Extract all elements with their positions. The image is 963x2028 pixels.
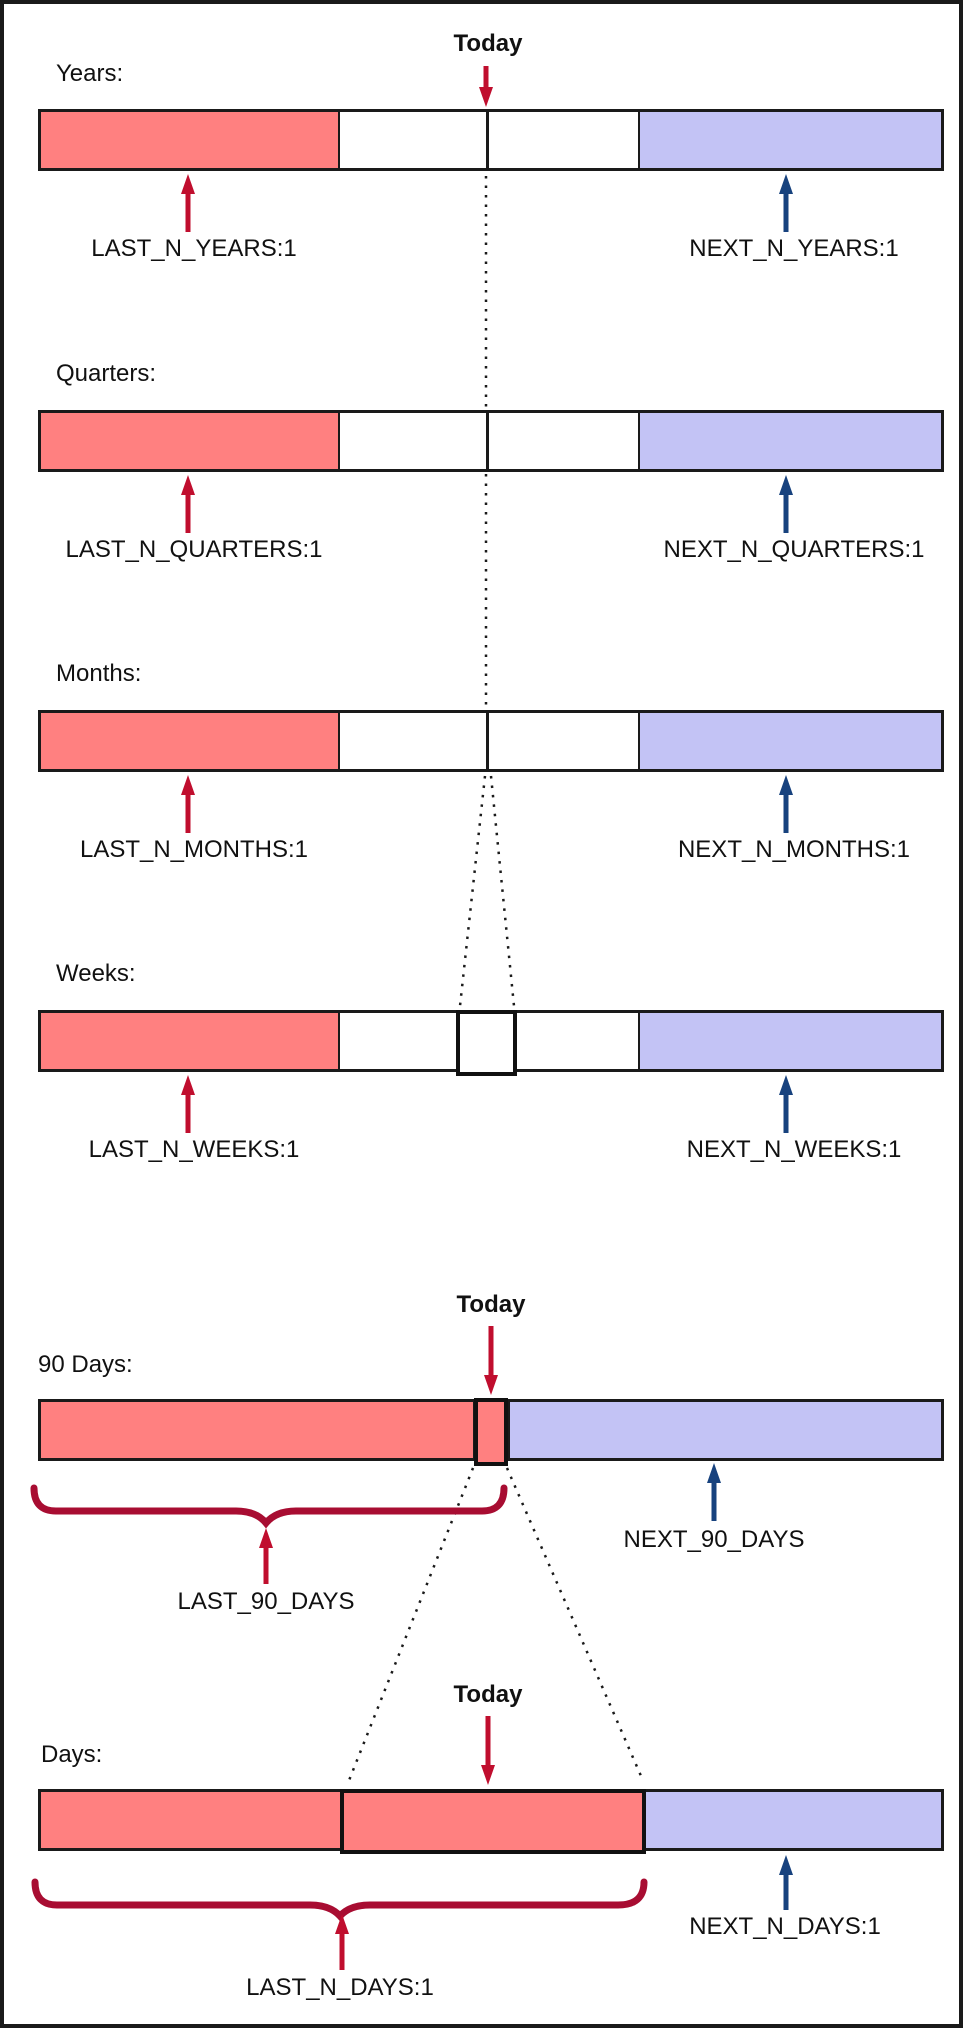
next-n-weeks-arrow xyxy=(779,1075,793,1133)
today-box-days xyxy=(340,1789,646,1854)
last-n-months-label: LAST_N_MONTHS:1 xyxy=(79,836,309,863)
next-n-months-arrow xyxy=(779,775,793,833)
today-arrow-years xyxy=(479,66,493,107)
next-90-days-label: NEXT_90_DAYS xyxy=(623,1526,805,1553)
months-bar xyxy=(38,710,944,772)
90-days-bar xyxy=(38,1398,944,1466)
next-n-years-label: NEXT_N_YEARS:1 xyxy=(689,235,899,262)
dotted-line-90days-days-right xyxy=(505,1467,643,1777)
last-90-days-label: LAST_90_DAYS xyxy=(177,1588,355,1615)
dotted-line-90days-days-left xyxy=(346,1467,475,1784)
months-past-segment xyxy=(41,713,340,769)
next-n-weeks-label: NEXT_N_WEEKS:1 xyxy=(686,1136,902,1163)
last-n-days-label: LAST_N_DAYS:1 xyxy=(246,1974,434,2001)
today-label-days: Today xyxy=(453,1681,523,1708)
last-n-quarters-arrow xyxy=(181,475,195,533)
today-label-90-days: Today xyxy=(456,1291,526,1318)
quarters-past-segment xyxy=(41,413,340,469)
last-n-weeks-label: LAST_N_WEEKS:1 xyxy=(88,1136,300,1163)
years-bar xyxy=(38,109,944,171)
years-label: Years: xyxy=(56,60,124,87)
90-days-past-segment xyxy=(41,1402,475,1458)
next-n-months-label: NEXT_N_MONTHS:1 xyxy=(677,836,911,863)
years-past-segment xyxy=(41,112,340,168)
last-90-days-arrow xyxy=(259,1528,273,1584)
weeks-past-segment xyxy=(41,1013,340,1069)
next-n-quarters-label: NEXT_N_QUARTERS:1 xyxy=(663,536,925,563)
quarters-bar xyxy=(38,410,944,472)
next-n-days-arrow xyxy=(779,1855,793,1910)
today-box-90-days xyxy=(474,1398,508,1466)
quarters-future-segment xyxy=(638,413,941,469)
last-n-weeks-arrow xyxy=(181,1075,195,1133)
weeks-bar xyxy=(38,1010,944,1076)
last-n-years-label: LAST_N_YEARS:1 xyxy=(91,235,297,262)
current-week-box xyxy=(456,1010,517,1076)
years-future-segment xyxy=(638,112,941,168)
last-n-days-brace xyxy=(31,1878,648,1922)
days-future-segment xyxy=(646,1792,941,1848)
last-n-days-arrow xyxy=(335,1914,349,1970)
years-today-tick xyxy=(486,112,489,168)
quarters-label: Quarters: xyxy=(56,360,157,387)
days-label: Days: xyxy=(41,1741,103,1768)
90-days-future-segment xyxy=(508,1402,941,1458)
dotted-line-months-week-left xyxy=(458,775,487,1007)
last-90-days-brace xyxy=(30,1484,508,1529)
quarters-today-tick xyxy=(486,413,489,469)
today-arrow-90-days xyxy=(484,1326,498,1395)
next-n-quarters-arrow xyxy=(779,475,793,533)
months-label: Months: xyxy=(56,660,142,687)
next-n-days-label: NEXT_N_DAYS:1 xyxy=(689,1913,881,1940)
weeks-future-segment xyxy=(638,1013,941,1069)
weeks-label: Weeks: xyxy=(56,960,136,987)
next-n-years-arrow xyxy=(779,174,793,232)
months-future-segment xyxy=(638,713,941,769)
90-days-label: 90 Days: xyxy=(38,1351,133,1378)
days-past-segment xyxy=(41,1792,342,1848)
last-n-years-arrow xyxy=(181,174,195,232)
dotted-line-months-week-right xyxy=(489,775,516,1007)
last-n-months-arrow xyxy=(181,775,195,833)
today-arrow-days xyxy=(481,1716,495,1785)
last-n-quarters-label: LAST_N_QUARTERS:1 xyxy=(65,536,323,563)
next-90-days-arrow xyxy=(707,1463,721,1521)
months-today-tick xyxy=(486,713,489,769)
today-label-years: Today xyxy=(453,30,523,57)
days-bar xyxy=(38,1789,944,1854)
